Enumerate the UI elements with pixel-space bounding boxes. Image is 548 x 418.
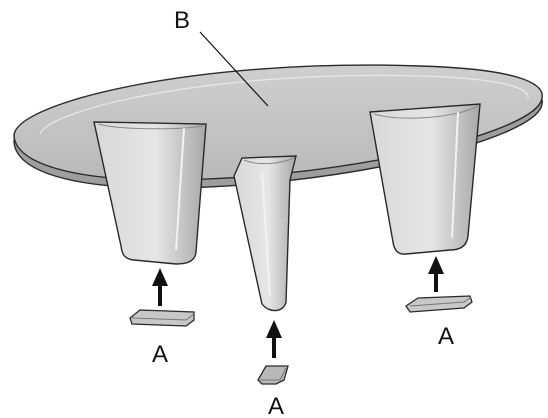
label-a-left: A	[152, 341, 168, 368]
arrow-center	[266, 320, 282, 358]
right-leg	[369, 103, 481, 255]
center-leg	[233, 155, 297, 312]
leader-line-b	[199, 31, 269, 107]
foot-pad-left	[129, 309, 195, 327]
left-leg	[93, 121, 207, 265]
arrow-right	[428, 256, 444, 292]
label-a-right: A	[438, 323, 454, 350]
label-b: B	[174, 7, 190, 34]
arrow-left	[152, 268, 168, 306]
label-a-center: A	[268, 393, 284, 418]
foot-pad-center	[257, 365, 289, 385]
foot-pad-right	[405, 295, 473, 313]
